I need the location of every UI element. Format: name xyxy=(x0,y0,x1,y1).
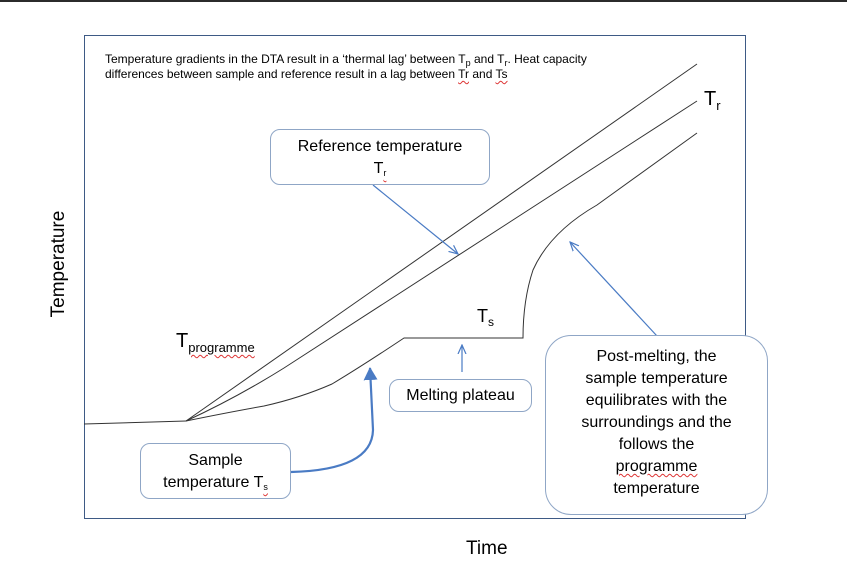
reference-line xyxy=(185,100,698,422)
arrow-to-post-melting xyxy=(570,242,658,337)
arrow-to-reference xyxy=(372,184,458,254)
top-rule xyxy=(0,0,847,2)
sample-temperature-box: Sample temperature Ts xyxy=(140,443,291,499)
arrow-to-sample xyxy=(290,367,378,474)
x-axis-label: Time xyxy=(466,538,508,559)
reference-temperature-box: Reference temperature Tr xyxy=(270,129,490,185)
post-melting-box: Post-melting, the sample temperature equ… xyxy=(545,335,768,515)
caption-text: Temperature gradients in the DTA result … xyxy=(105,52,587,81)
melting-plateau-box: Melting plateau xyxy=(389,379,532,412)
label-t-reference: Tr xyxy=(704,88,721,113)
diagram-frame xyxy=(84,35,746,519)
label-t-programme: Tprogramme xyxy=(176,330,255,355)
y-axis-label: Temperature xyxy=(48,210,69,318)
baseline-curve xyxy=(83,420,187,425)
sample-curve xyxy=(185,132,698,422)
programme-line xyxy=(185,63,698,422)
label-t-sample: Ts xyxy=(477,306,494,329)
